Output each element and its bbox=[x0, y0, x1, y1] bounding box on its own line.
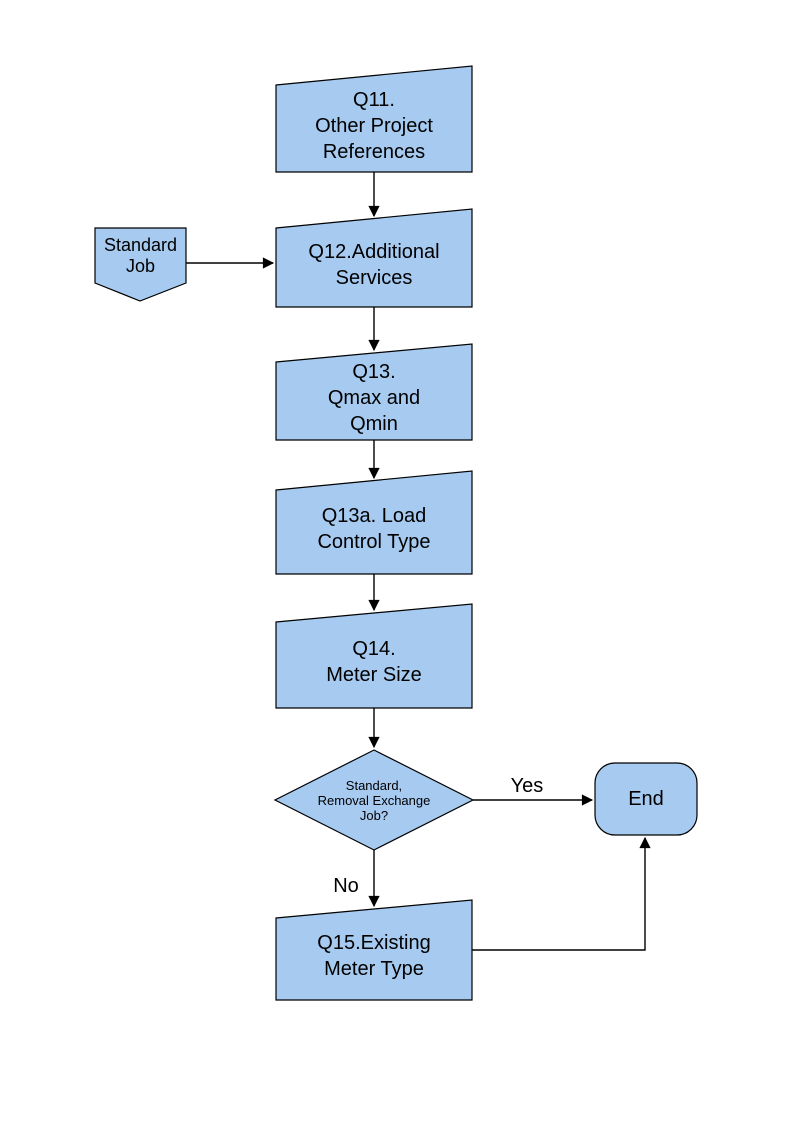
end-terminator bbox=[594, 762, 698, 836]
end-label: End bbox=[628, 788, 664, 810]
yes-label: Yes bbox=[510, 775, 544, 797]
q13a-label: Q13a. Load Control Type bbox=[317, 505, 431, 553]
q13-label: Q13. Qmax and Qmin bbox=[327, 360, 421, 435]
q13a-box bbox=[275, 470, 473, 575]
standard-job-connector bbox=[94, 227, 187, 302]
q12-box bbox=[275, 208, 473, 308]
q15-label: Q15.Existing Meter Type bbox=[317, 932, 431, 980]
q14-label: Q14. Meter Size bbox=[326, 638, 422, 686]
q15-box bbox=[275, 899, 473, 1001]
no-label: No bbox=[333, 875, 359, 897]
q14-box bbox=[275, 603, 473, 709]
decision-label: Standard, Removal Exchange Job? bbox=[317, 777, 431, 823]
q11-label: Q11. Other Project References bbox=[315, 89, 433, 163]
q12-label: Q12.Additional Services bbox=[308, 240, 440, 289]
arrow-q15-end bbox=[472, 836, 651, 951]
standard-job-label: Standard Job bbox=[103, 235, 178, 276]
q11-box bbox=[275, 65, 473, 173]
q13-box bbox=[275, 343, 473, 441]
